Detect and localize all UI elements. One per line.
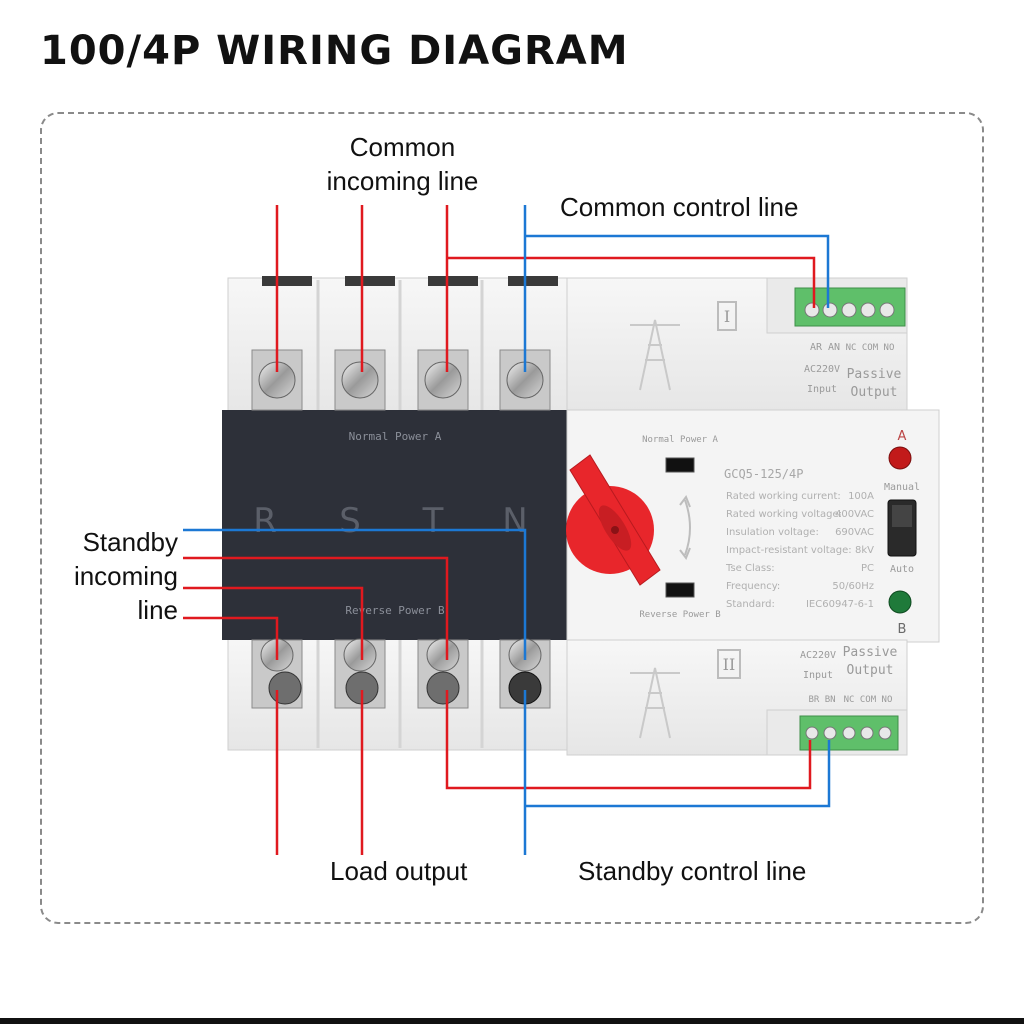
standby-control-label: Standby control line — [578, 856, 807, 886]
spec-key: Rated working current: — [726, 491, 841, 502]
spec-value: 400VAC — [835, 509, 874, 520]
bottom-control-terminal — [799, 715, 899, 751]
model-text: GCQ5-125/4P — [724, 467, 803, 481]
spec-key: Standard: — [726, 599, 775, 610]
spec-value: PC — [861, 563, 874, 574]
diagram-frame — [40, 112, 984, 924]
svg-text:AC220V: AC220V — [800, 650, 836, 661]
indicator-a-label: A — [898, 429, 907, 444]
spec-value: IEC60947-6-1 — [806, 599, 874, 610]
spec-list: Rated working current: 100A Rated working … — [725, 491, 874, 610]
svg-text:Output: Output — [847, 663, 894, 678]
svg-text:Passive: Passive — [843, 645, 898, 660]
standby-incoming-label: Standby incoming line — [73, 527, 178, 625]
common-incoming-text: Common incoming line — [326, 132, 479, 196]
phase-s: S — [339, 501, 361, 541]
switch-normal-label: Normal Power A — [642, 435, 718, 445]
svg-text:AC220V: AC220V — [804, 364, 840, 375]
load-output-label: Load output — [330, 856, 468, 886]
module-numeral-bottom: II — [723, 655, 736, 674]
phase-t: T — [422, 501, 444, 541]
window-normal — [665, 457, 695, 473]
blue-wires — [183, 205, 831, 855]
svg-text:Input: Input — [803, 670, 833, 681]
bottom-terminal-pass-codes: NC COM NO — [844, 695, 893, 705]
spec-value: 690VAC — [835, 527, 874, 538]
top-terminal-codes: AR AN — [810, 342, 840, 353]
spec-key: Tse Class: — [725, 563, 775, 574]
svg-text:Input: Input — [807, 384, 837, 395]
svg-text:Output: Output — [851, 385, 898, 400]
red-wires — [183, 205, 816, 855]
pylon-icon — [630, 319, 680, 739]
spec-value: 50/60Hz — [832, 581, 874, 592]
indicator-a-light — [888, 446, 912, 470]
spec-key: Rated working voltage: — [726, 509, 842, 520]
phase-r: R — [253, 501, 277, 541]
common-incoming-label: Common incoming line — [300, 130, 505, 198]
bottom-terminal-codes: BR BN — [808, 695, 835, 705]
mode-manual-label: Manual — [884, 482, 920, 493]
spec-key: Insulation voltage: — [726, 527, 819, 538]
spec-value: 8kV — [855, 545, 874, 556]
switch-device: Normal Power A Reverse Power B R S T N — [222, 276, 940, 756]
spec-value: 100A — [848, 491, 874, 502]
phase-n: N — [502, 501, 527, 541]
reverse-power-label: Reverse Power B — [345, 604, 445, 617]
common-control-label: Common control line — [560, 192, 799, 222]
spec-key: Frequency: — [726, 581, 780, 592]
mode-auto-label: Auto — [890, 564, 914, 575]
indicator-b-label: B — [898, 622, 907, 637]
top-terminal-pass-codes: NC COM NO — [846, 343, 895, 353]
module-numeral-top: I — [724, 307, 730, 326]
svg-text:Passive: Passive — [847, 367, 902, 382]
page-title: 100/4P WIRING DIAGRAM — [40, 28, 629, 74]
top-control-terminal — [794, 287, 906, 327]
window-reverse — [665, 582, 695, 598]
indicator-b-light — [888, 590, 912, 614]
normal-power-label: Normal Power A — [349, 430, 442, 443]
switch-reverse-label: Reverse Power B — [639, 610, 720, 620]
spec-key: Impact-resistant voltage: — [726, 545, 852, 556]
bottom-border — [0, 1018, 1024, 1024]
